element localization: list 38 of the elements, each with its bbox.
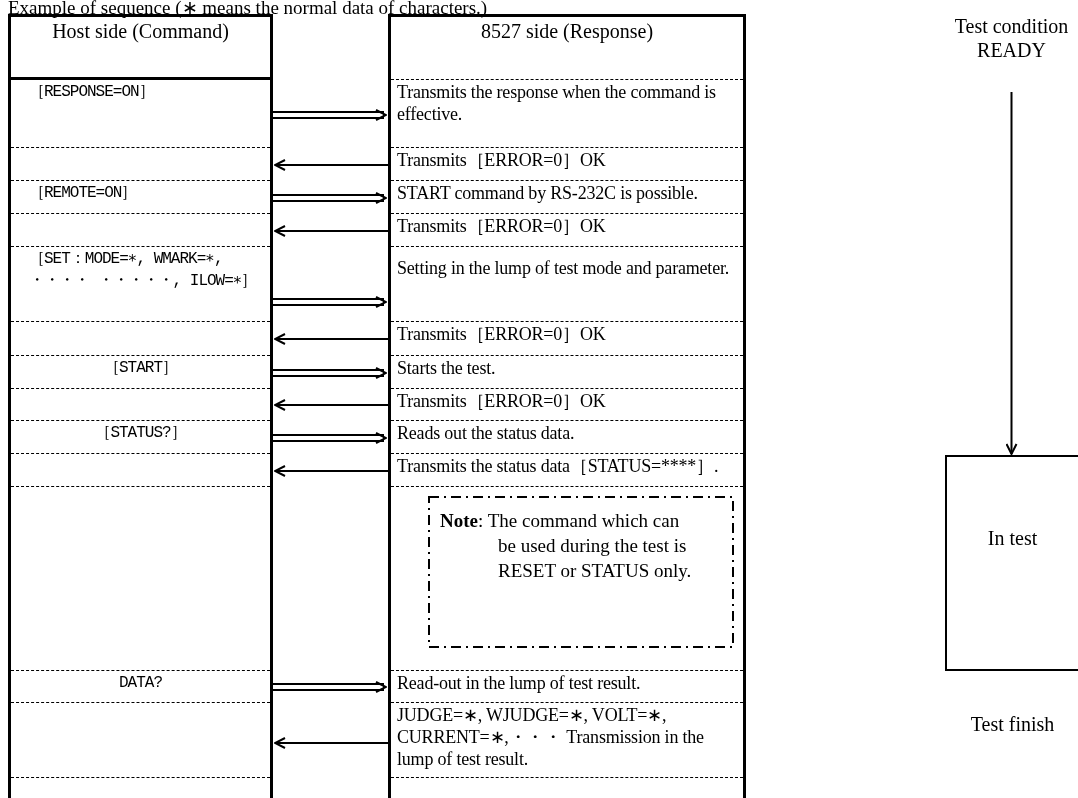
response-cell: Read-out in the lump of test result. [391,670,743,703]
double-arrow [272,192,387,204]
arrow [274,225,389,237]
response-cell: START command by RS-232C is possible. [391,181,743,214]
arrow [274,333,389,345]
response-cell: Transmits［ERROR=0］OK [391,214,743,247]
command-cell: ［START］ [11,356,270,389]
command-cell: ［REMOTE=ON］ [11,181,270,214]
response-cell: Transmits［ERROR=0］OK [391,322,743,356]
command-cell: ［RESPONSE=ON］ [11,80,270,148]
note-box [428,496,734,648]
response-cell: Transmits［ERROR=0］OK [391,389,743,421]
double-arrow [272,367,387,379]
command-cell: ［STATUS?］ [11,421,270,454]
double-arrow [272,681,387,693]
response-cell: Reads out the status data. [391,421,743,454]
state-label: Test condition READY [945,14,1078,90]
arrow [274,737,389,749]
response-cell: Transmits［ERROR=0］OK [391,148,743,181]
state-label: Test finish [969,712,1056,736]
command-cell: DATA? [11,670,270,703]
response-cell: Starts the test. [391,356,743,389]
response-cell: JUDGE=∗, WJUDGE=∗, VOLT=∗, CURRENT=∗,・・・ Transmission in the lump of test result. [391,703,743,778]
double-arrow [272,109,387,121]
double-arrow [272,432,387,444]
arrow [274,159,389,171]
column-header: 8527 side (Response) [391,17,743,80]
arrow [274,399,389,411]
column-header: Host side (Command) [11,17,270,80]
response-cell: Setting in the lump of test mode and parameter. [391,247,743,322]
arrow [1005,91,1018,455]
note-text: Note: The command which can be used during the test is RESET or STATUS only. [440,509,693,583]
response-cell: Transmits the response when the command is effective. [391,80,743,148]
double-arrow [272,296,387,308]
command-cell: ［SET：MODE=∗, WMARK=∗, ・・・・ ・・・・・, ILOW=∗］ [11,247,270,322]
state-box: In test [945,455,1078,671]
arrow [274,465,389,477]
response-cell: Transmits the status data［STATUS=****］. [391,454,743,487]
